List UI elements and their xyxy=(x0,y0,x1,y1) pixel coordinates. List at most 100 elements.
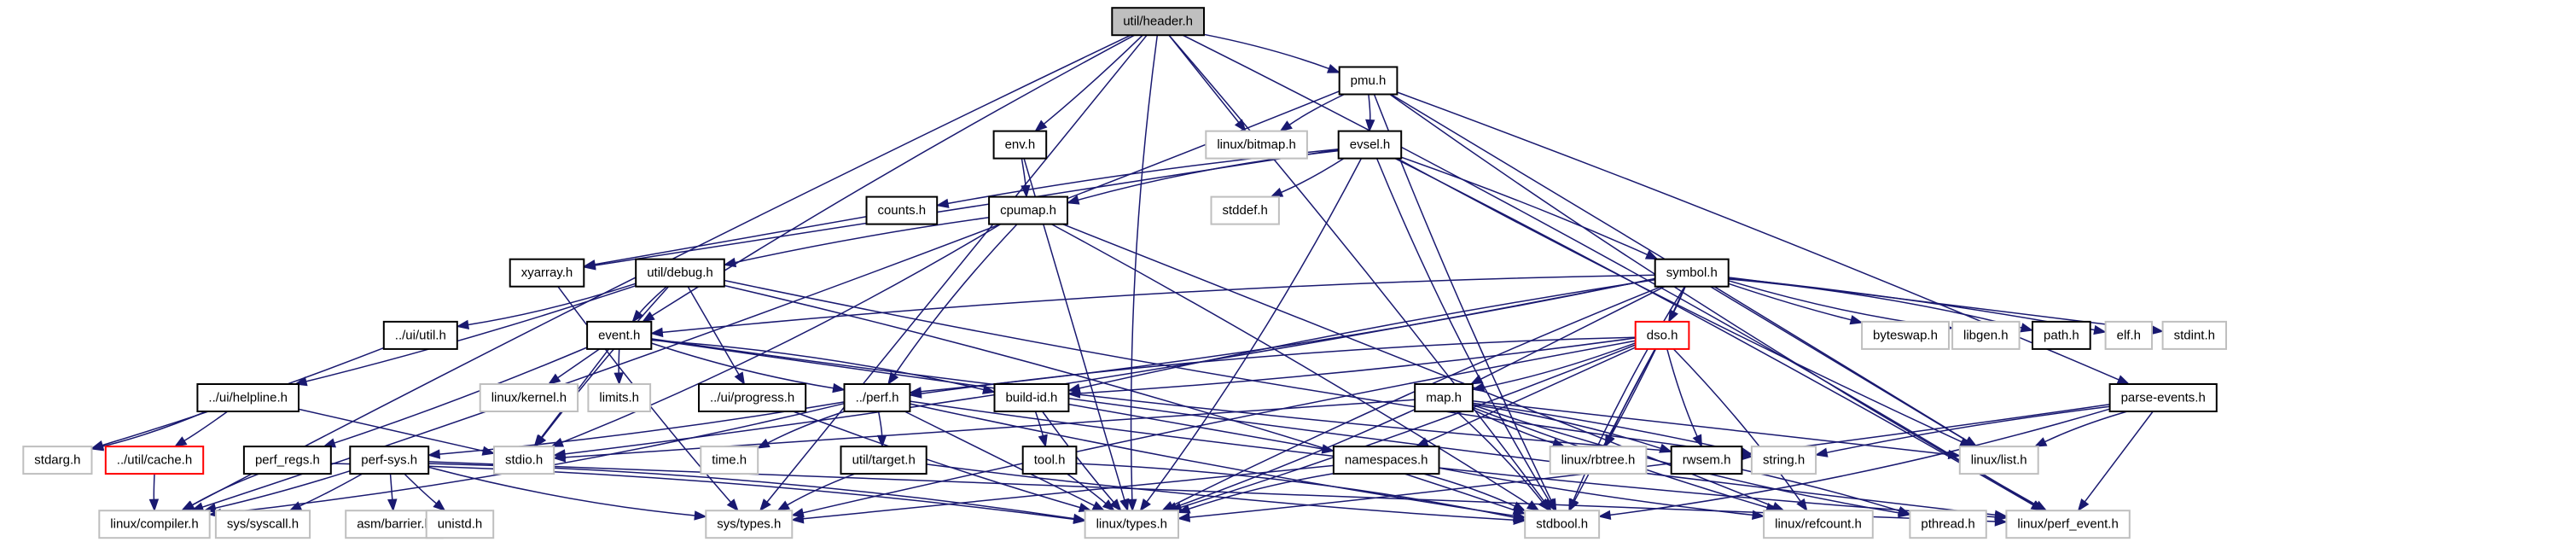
node-label: pmu.h xyxy=(1351,73,1387,88)
node-debug[interactable]: util/debug.h xyxy=(635,258,725,288)
node-box[interactable] xyxy=(993,383,1070,412)
edge-line xyxy=(926,463,1515,522)
node-buildid[interactable]: build-id.h xyxy=(993,383,1070,412)
node-stdbool: stdbool.h xyxy=(1524,510,1601,539)
node-dso[interactable]: dso.h xyxy=(1634,320,1690,350)
node-event[interactable]: event.h xyxy=(586,320,653,350)
node-helpline[interactable]: ../ui/helpline.h xyxy=(196,383,299,412)
node-box[interactable] xyxy=(1414,383,1474,412)
node-namespaces[interactable]: namespaces.h xyxy=(1332,446,1440,475)
node-box[interactable] xyxy=(635,258,725,288)
node-box[interactable] xyxy=(1338,66,1398,96)
edge-line xyxy=(1397,157,1963,443)
node-target[interactable]: util/target.h xyxy=(840,446,927,475)
node-label: time.h xyxy=(712,453,747,468)
node-box[interactable] xyxy=(1634,320,1690,350)
edge-arrowhead xyxy=(2033,437,2048,447)
edge-perfsys-to-syscall xyxy=(288,473,363,511)
node-box[interactable] xyxy=(382,320,458,350)
node-box[interactable] xyxy=(242,446,332,475)
edge-header-to-env xyxy=(1034,34,1143,132)
node-xyarray[interactable]: xyarray.h xyxy=(509,258,585,288)
node-evsel[interactable]: evsel.h xyxy=(1337,130,1403,160)
node-parseevents[interactable]: parse-events.h xyxy=(2108,383,2218,412)
node-box[interactable] xyxy=(586,320,653,350)
node-stdint: stdint.h xyxy=(2161,320,2228,350)
node-box[interactable] xyxy=(988,195,1068,225)
edge-line xyxy=(651,339,1996,516)
node-box xyxy=(705,510,794,539)
node-box[interactable] xyxy=(1337,130,1403,160)
edge-arrowhead xyxy=(723,257,737,268)
edge-line xyxy=(561,223,1002,443)
edge-line xyxy=(594,216,867,265)
edge-arrowhead xyxy=(1752,510,1765,520)
node-box[interactable] xyxy=(509,258,585,288)
edge-arrowhead xyxy=(1109,498,1122,512)
edge-arrowhead xyxy=(909,388,922,399)
edge-line xyxy=(215,469,351,510)
edge-line xyxy=(1456,411,1544,503)
node-box[interactable] xyxy=(843,383,911,412)
edge-line xyxy=(299,473,363,507)
node-cache[interactable]: ../util/cache.h xyxy=(104,446,205,475)
node-box[interactable] xyxy=(1670,446,1743,475)
node-uiutil[interactable]: ../ui/util.h xyxy=(382,320,458,350)
node-cpumap[interactable]: cpumap.h xyxy=(988,195,1068,225)
node-progress[interactable]: ../ui/progress.h xyxy=(698,383,807,412)
node-box[interactable] xyxy=(1654,258,1730,288)
edge-perfsys-to-perfevent xyxy=(428,461,2008,527)
node-label: ../perf.h xyxy=(856,391,899,405)
node-list: linux/list.h xyxy=(1958,446,2039,475)
edge-parseevents-to-perfevent xyxy=(2077,411,2154,512)
node-env[interactable]: env.h xyxy=(992,130,1048,160)
node-label: dso.h xyxy=(1647,328,1678,342)
node-counts[interactable]: counts.h xyxy=(865,195,939,225)
node-box[interactable] xyxy=(349,446,430,475)
node-unistd: unistd.h xyxy=(425,510,495,539)
node-label: evsel.h xyxy=(1350,137,1391,152)
edge-header-to-pmu xyxy=(1203,33,1341,73)
node-box xyxy=(98,510,211,539)
node-box[interactable] xyxy=(104,446,205,475)
node-box[interactable] xyxy=(1021,446,1078,475)
node-header[interactable]: util/header.h xyxy=(1111,7,1206,37)
node-stddef: stddef.h xyxy=(1210,195,1280,225)
edge-arrowhead xyxy=(1512,501,1526,511)
edge-map-to-list xyxy=(1472,400,1962,460)
edge-namespaces-to-types xyxy=(1177,472,1335,514)
node-box[interactable] xyxy=(2032,320,2091,350)
node-box[interactable] xyxy=(840,446,927,475)
node-map[interactable]: map.h xyxy=(1414,383,1474,412)
node-box[interactable] xyxy=(1111,7,1206,37)
node-label: linux/refcount.h xyxy=(1775,517,1862,532)
edge-arrowhead xyxy=(1127,498,1137,512)
edge-arrowhead xyxy=(481,446,496,456)
node-symbol[interactable]: symbol.h xyxy=(1654,258,1730,288)
node-rwsem[interactable]: rwsem.h xyxy=(1670,446,1743,475)
node-label: linux/perf_event.h xyxy=(2017,517,2118,532)
edge-symbol-to-map xyxy=(1469,286,1666,385)
node-box[interactable] xyxy=(865,195,939,225)
node-box[interactable] xyxy=(698,383,807,412)
node-perfsys[interactable]: perf-sys.h xyxy=(349,446,430,475)
node-path[interactable]: path.h xyxy=(2032,320,2091,350)
node-box[interactable] xyxy=(2108,383,2218,412)
node-pmu[interactable]: pmu.h xyxy=(1338,66,1398,96)
node-perfregs[interactable]: perf_regs.h xyxy=(242,446,332,475)
node-perf[interactable]: ../perf.h xyxy=(843,383,911,412)
node-label: rwsem.h xyxy=(1683,453,1731,468)
node-box[interactable] xyxy=(196,383,299,412)
node-kernel: linux/kernel.h xyxy=(479,383,579,412)
edge-line xyxy=(1288,93,1345,125)
node-box xyxy=(1210,195,1280,225)
node-label: sys/types.h xyxy=(717,517,781,532)
edge-helpline-to-stdio xyxy=(298,408,496,456)
node-tool[interactable]: tool.h xyxy=(1021,446,1078,475)
edge-evsel-to-symbol xyxy=(1400,156,1659,260)
node-box[interactable] xyxy=(992,130,1048,160)
node-label: linux/types.h xyxy=(1096,517,1167,532)
node-label: sys/syscall.h xyxy=(227,517,299,532)
node-box[interactable] xyxy=(1332,446,1440,475)
edge-line xyxy=(565,277,1655,455)
